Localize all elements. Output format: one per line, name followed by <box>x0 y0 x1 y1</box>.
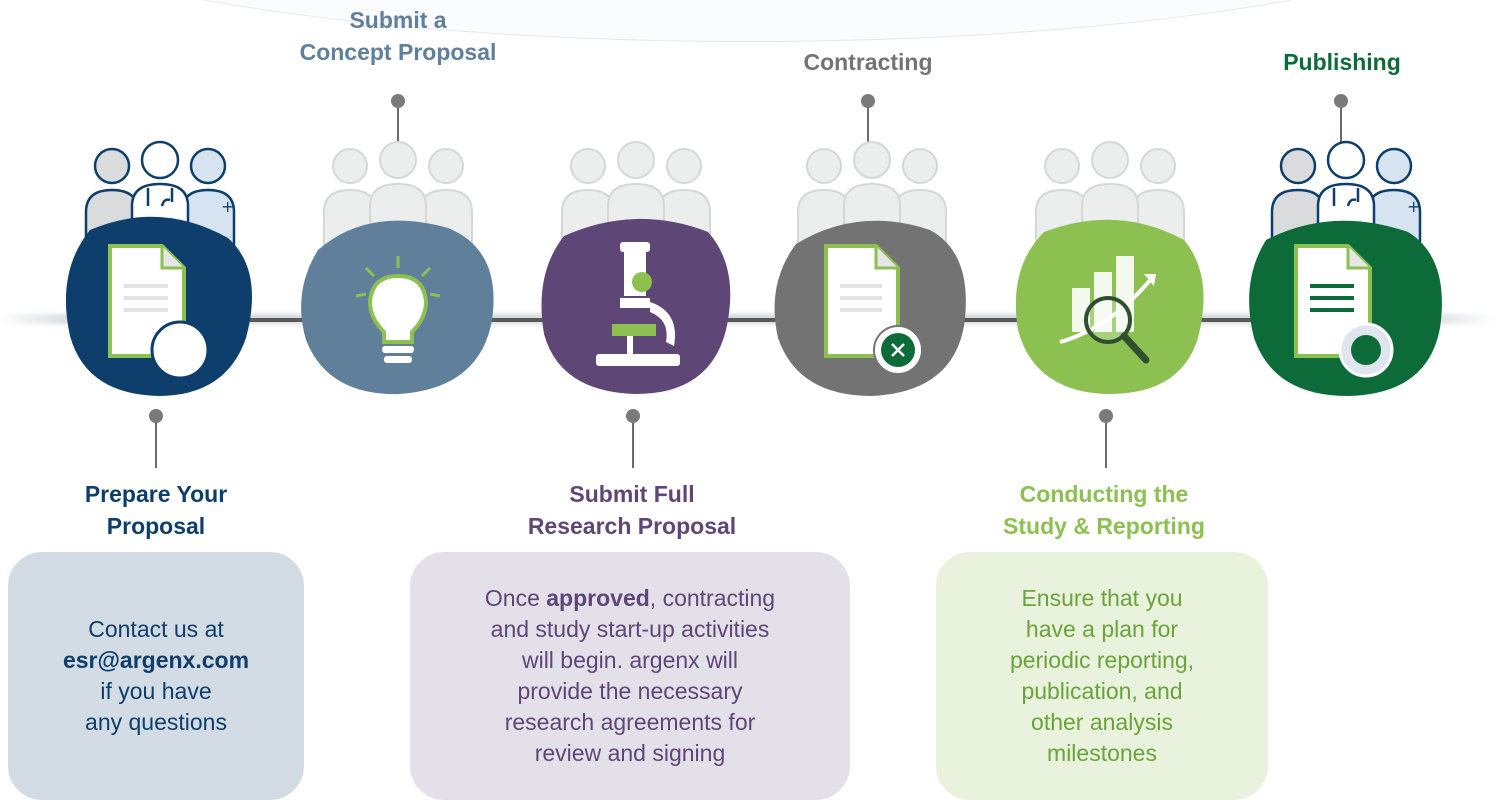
step-label-line: Research Proposal <box>527 513 737 539</box>
card-emphasis: approved <box>546 585 650 611</box>
step-label-line: Concept Proposal <box>299 39 497 65</box>
timeline-connector <box>954 318 1024 322</box>
step-label-publishing: Publishing <box>1192 46 1492 78</box>
callout-dot <box>626 409 640 423</box>
callout-dot <box>149 409 163 423</box>
contact-email[interactable]: esr@argenx.com <box>62 647 250 673</box>
callout-stem <box>1105 420 1107 468</box>
card-line: and study start-up activities <box>490 616 770 642</box>
stage-prepare: + <box>50 140 270 396</box>
card-line: publication, and <box>1021 678 1183 704</box>
card-line: provide the necessary <box>517 678 743 704</box>
callout-stem <box>1340 100 1342 160</box>
callout-stem <box>397 100 399 160</box>
card-line: Once approved, contracting <box>485 583 775 614</box>
card-text: Once <box>484 585 547 611</box>
card-line: will begin. argenx will <box>521 647 739 673</box>
step-label-line: Study & Reporting <box>1003 513 1205 539</box>
background-arc <box>0 0 1494 42</box>
callout-dot <box>861 94 875 108</box>
timeline-connector <box>1192 318 1262 322</box>
stage-concept <box>288 140 508 395</box>
step-label-full-research: Submit Full Research Proposal <box>482 478 782 542</box>
step-label-line: Submit a <box>349 7 447 33</box>
card-line: research agreements for <box>504 709 756 735</box>
timeline-connector <box>718 318 788 322</box>
step-label-line: Publishing <box>1283 49 1401 75</box>
microscope-icon <box>576 238 696 378</box>
card-line: periodic reporting, <box>1009 647 1195 673</box>
stage-publishing: + <box>1236 140 1456 396</box>
card-line: Contact us at <box>88 616 224 642</box>
chart-magnifier-icon <box>1050 238 1170 378</box>
stage-conducting <box>1000 140 1220 395</box>
step-label-contracting: Contracting <box>718 46 1018 78</box>
step-label-line: Proposal <box>106 513 206 539</box>
stage-full-research <box>526 140 746 394</box>
card-line: if you have <box>100 678 212 704</box>
card-prepare: Contact us at esr@argenx.com if you have… <box>8 552 304 800</box>
lightbulb-icon <box>338 238 458 378</box>
step-label-line: Submit Full <box>569 481 695 507</box>
card-line: other analysis <box>1031 709 1173 735</box>
timeline-connector <box>480 318 550 322</box>
document-magnifier-icon <box>1286 238 1406 378</box>
card-line: milestones <box>1047 740 1157 766</box>
callout-stem <box>867 100 869 160</box>
timeline-connector <box>238 318 308 322</box>
card-conducting: Ensure that you have a plan for periodic… <box>936 552 1268 800</box>
callout-stem <box>632 420 634 468</box>
document-magnifier-icon <box>100 238 220 378</box>
card-full-proposal: Once approved, contracting and study sta… <box>410 552 850 800</box>
card-line: review and signing <box>534 740 726 766</box>
step-label-line: Prepare Your <box>84 481 228 507</box>
card-line: any questions <box>85 709 227 735</box>
step-label-line: Conducting the <box>1019 481 1189 507</box>
callout-dot <box>391 94 405 108</box>
card-text: , contracting <box>649 585 776 611</box>
callout-stem <box>155 420 157 468</box>
document-cancel-icon <box>812 238 932 378</box>
step-label-line: Contracting <box>803 49 933 75</box>
callout-dot <box>1334 94 1348 108</box>
step-label-concept: Submit a Concept Proposal <box>248 4 548 68</box>
step-label-prepare: Prepare Your Proposal <box>6 478 306 542</box>
step-label-conducting: Conducting the Study & Reporting <box>954 478 1254 542</box>
card-line: Ensure that you <box>1021 585 1183 611</box>
svg-text:+: + <box>1407 197 1420 216</box>
svg-text:+: + <box>221 197 234 216</box>
stage-contracting <box>762 140 982 396</box>
callout-dot <box>1099 409 1113 423</box>
card-line: have a plan for <box>1025 616 1179 642</box>
